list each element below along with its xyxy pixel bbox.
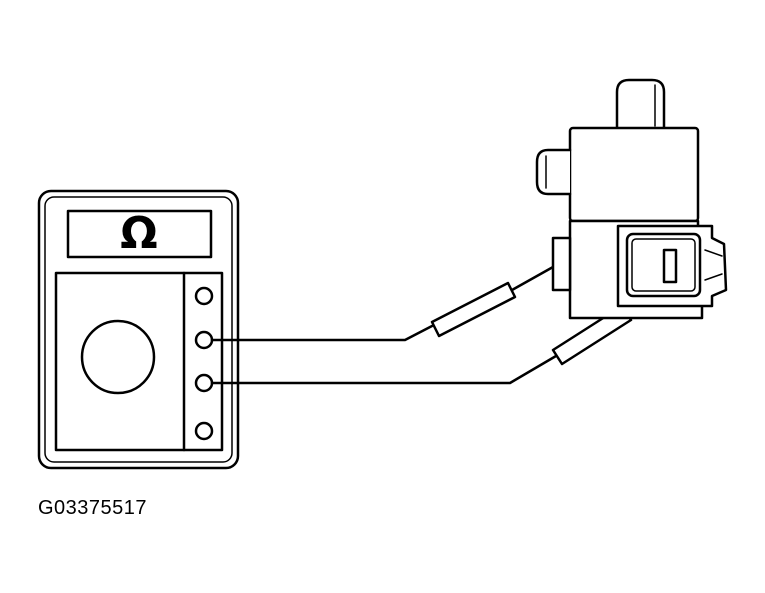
valve-mount-lug bbox=[551, 236, 572, 292]
meter-ohm-symbol: Ω bbox=[120, 208, 157, 259]
test-lead-upper-wire bbox=[210, 324, 434, 342]
test-lead-lower-wire bbox=[210, 354, 558, 385]
meter-jack-4[interactable] bbox=[194, 421, 214, 441]
solenoid-valve bbox=[535, 78, 728, 320]
test-probe-lower-handle[interactable] bbox=[551, 304, 633, 366]
range-selector-dial[interactable] bbox=[80, 319, 156, 395]
meter-jack-1[interactable] bbox=[194, 286, 214, 306]
test-probe-upper-tip bbox=[510, 265, 555, 292]
meter-display bbox=[66, 209, 213, 259]
meter-jack-3[interactable] bbox=[194, 373, 214, 393]
connector-socket-outer bbox=[625, 232, 702, 298]
multimeter-inner-body bbox=[44, 196, 233, 463]
multimeter-outer-body bbox=[37, 189, 240, 470]
connector-socket-inner bbox=[631, 238, 696, 292]
multimeter bbox=[37, 189, 240, 470]
valve-upper-body bbox=[568, 126, 700, 223]
meter-face-panel bbox=[54, 271, 224, 452]
meter-jack-2[interactable] bbox=[194, 330, 214, 350]
connector-latch-lower bbox=[704, 273, 723, 281]
valve-side-port bbox=[535, 148, 572, 196]
valve-top-port bbox=[615, 78, 666, 130]
test-probe-upper-handle[interactable] bbox=[430, 281, 517, 338]
figure-id-label: G03375517 bbox=[38, 497, 148, 519]
connector-latch-upper bbox=[704, 249, 723, 257]
test-lead-upper bbox=[210, 265, 555, 342]
connector-terminal[interactable] bbox=[662, 248, 678, 284]
